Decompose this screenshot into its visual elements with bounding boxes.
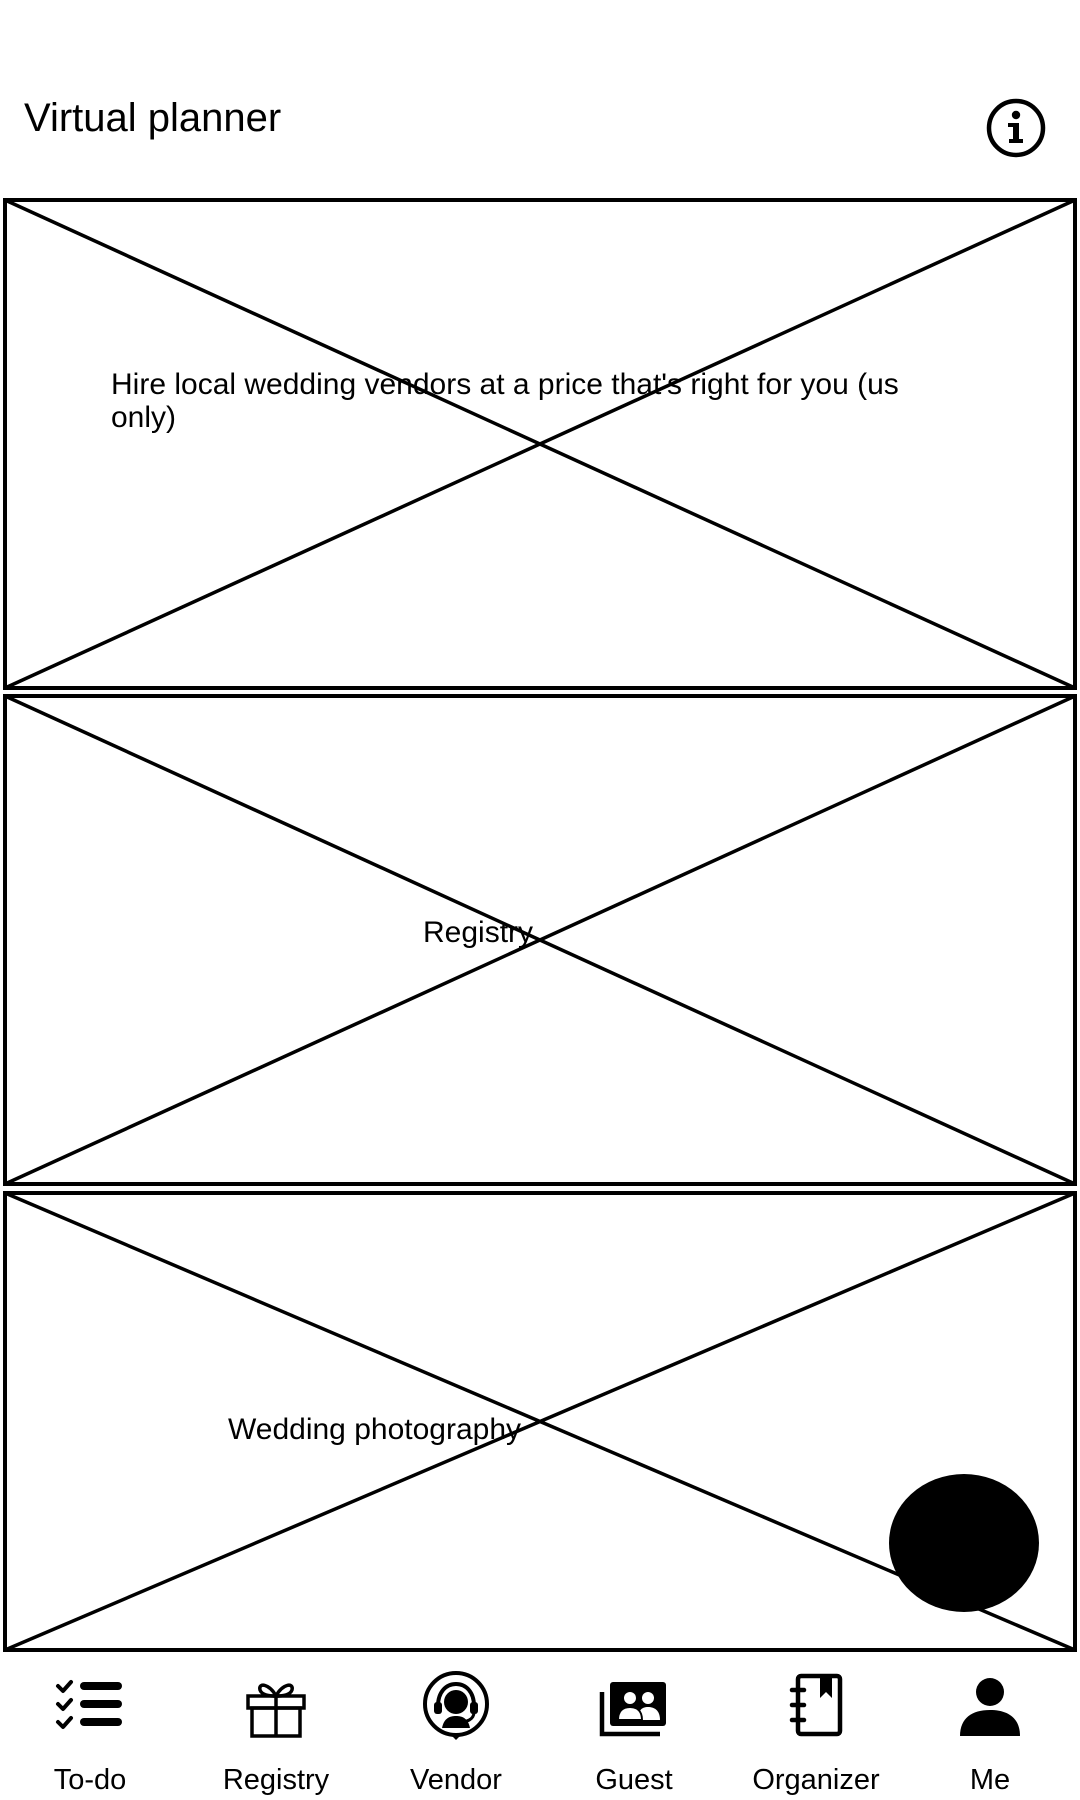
vendor-banner-label: Hire local wedding vendors at a price th…	[111, 368, 899, 434]
nav-item-vendor[interactable]: Vendor	[366, 1652, 546, 1800]
nav-item-todo[interactable]: To-do	[0, 1652, 180, 1800]
bottom-navigation: To-do Registry	[0, 1652, 1080, 1800]
vendor-banner[interactable]: Hire local wedding vendors at a price th…	[3, 198, 1077, 690]
image-placeholder	[3, 694, 1077, 1186]
person-icon	[954, 1670, 1026, 1742]
nav-item-registry[interactable]: Registry	[186, 1652, 366, 1800]
registry-banner-label: Registry	[423, 916, 534, 949]
info-icon	[986, 98, 1046, 158]
nav-label-me: Me	[969, 1764, 1011, 1796]
image-placeholder	[3, 198, 1077, 690]
nav-item-guest[interactable]: Guest	[544, 1652, 724, 1800]
checklist-icon	[54, 1670, 126, 1742]
nav-item-me[interactable]: Me	[900, 1652, 1080, 1800]
floating-action-button[interactable]	[889, 1474, 1039, 1612]
nav-label-registry: Registry	[222, 1764, 330, 1796]
headset-icon	[420, 1670, 492, 1742]
nav-label-guest: Guest	[595, 1764, 673, 1796]
registry-banner[interactable]: Registry	[3, 694, 1077, 1186]
info-button[interactable]	[985, 97, 1047, 159]
page-title: Virtual planner	[24, 96, 282, 140]
nav-label-vendor: Vendor	[410, 1764, 502, 1796]
nav-label-todo: To-do	[53, 1764, 127, 1796]
notebook-icon	[780, 1670, 852, 1742]
nav-label-organizer: Organizer	[752, 1764, 880, 1796]
nav-item-organizer[interactable]: Organizer	[726, 1652, 906, 1800]
gift-icon	[240, 1670, 312, 1742]
guests-icon	[598, 1670, 670, 1742]
app-header: Virtual planner	[0, 0, 1080, 195]
photography-banner-label: Wedding photography	[228, 1413, 521, 1446]
